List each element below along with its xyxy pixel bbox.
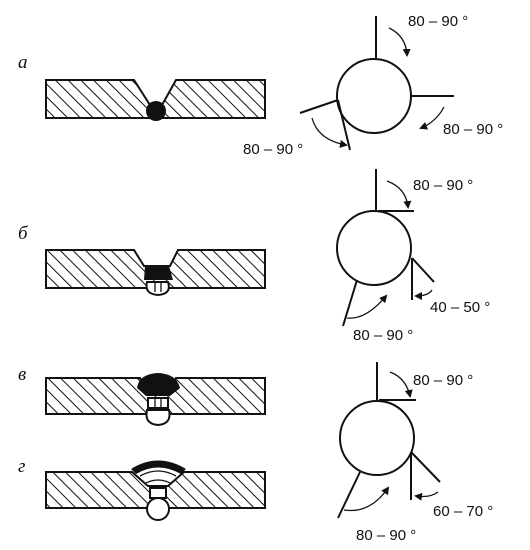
pipe-circle (336, 58, 412, 134)
angle-label: 60 – 70 ° (433, 503, 493, 520)
angle-label: 40 – 50 ° (430, 299, 490, 316)
fill-bead (149, 487, 167, 499)
root-bead (146, 497, 170, 521)
row-a-letter: а (18, 52, 28, 73)
angle-label: 80 – 90 ° (353, 327, 413, 344)
fill-bead (147, 397, 169, 409)
row-a: а 80 – 90 ° 80 – 90 ° 80 – 90 ° (18, 13, 503, 158)
row-g-letter: г (18, 456, 25, 477)
row-b: б 80 – 90 ° 40 – 50 ° 80 – 90 ° (18, 169, 490, 344)
plate-a (45, 79, 266, 121)
angle-label: 80 – 90 ° (413, 177, 473, 194)
angle-label: 80 – 90 ° (413, 372, 473, 389)
electrode-position-a (299, 16, 454, 151)
weld-root-bead (146, 101, 166, 121)
row-g: г 80 – 90 ° 60 – 70 ° 80 – 90 ° (18, 362, 493, 544)
plate-b (45, 249, 266, 297)
angle-label: 80 – 90 ° (443, 121, 503, 138)
plate-g (45, 460, 266, 521)
electrode-position-vg (337, 362, 441, 519)
row-v-letter: в (18, 364, 26, 385)
root-bead (145, 409, 171, 427)
electrode-position-b (336, 169, 435, 327)
row-b-letter: б (18, 223, 29, 244)
angle-label: 80 – 90 ° (243, 141, 303, 158)
weld-bead (144, 266, 173, 280)
root-bead (145, 281, 170, 297)
angle-label: 80 – 90 ° (356, 527, 416, 544)
pipe-circle (336, 210, 412, 286)
pipe-circle (339, 400, 415, 476)
row-v: в (18, 364, 266, 427)
angle-label: 80 – 90 ° (408, 13, 468, 30)
plate-v (45, 373, 266, 427)
weld-cap (131, 460, 186, 474)
weld-cap (137, 373, 180, 396)
